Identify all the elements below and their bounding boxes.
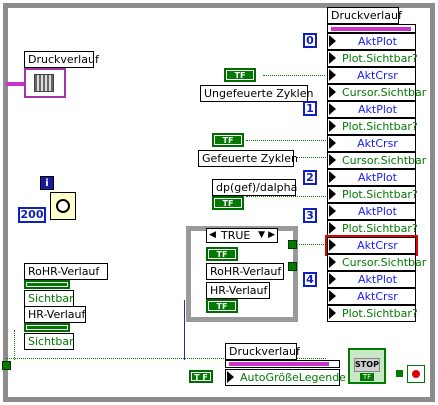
- wire: [6, 82, 24, 86]
- rohr-label: RoHR-Verlauf: [24, 263, 108, 280]
- hr-label: HR-Verlauf: [24, 306, 86, 323]
- wire: [14, 330, 16, 360]
- const-2[interactable]: 2: [303, 170, 317, 185]
- property-item[interactable]: AktCrsr: [325, 235, 418, 256]
- case-tunnel: [288, 262, 297, 271]
- stop-button-terminal[interactable]: STOP TF: [348, 348, 386, 384]
- case-tunnel: [288, 240, 297, 249]
- ungefeuerte-label: Ungefeuerte Zyklen: [200, 85, 313, 102]
- sichtbar-2: Sichtbar: [24, 333, 74, 350]
- wire: [6, 358, 326, 360]
- property-item[interactable]: AktPlot: [327, 169, 416, 186]
- property-item[interactable]: Plot.Sichtbar?: [327, 220, 418, 237]
- wait-timer-icon[interactable]: [50, 192, 76, 220]
- stop-label: STOP: [354, 358, 380, 372]
- stop-tf: TF: [360, 373, 374, 381]
- bottom-graph-label: Druckverlauf: [225, 343, 300, 360]
- property-item[interactable]: Plot.Sichtbar?: [327, 118, 418, 135]
- auto-bool-constant[interactable]: T F: [189, 370, 213, 383]
- property-item[interactable]: AktPlot: [327, 203, 416, 220]
- wire: [246, 196, 326, 198]
- property-item[interactable]: Cursor.Sichtbar: [327, 84, 426, 101]
- const-1[interactable]: 1: [303, 101, 317, 116]
- dp-terminal[interactable]: TF: [212, 196, 244, 210]
- wire: [296, 157, 326, 159]
- wire: [184, 300, 186, 360]
- auto-size-legend[interactable]: AutoGrößeLegende: [225, 369, 346, 386]
- gefeuerte-terminal[interactable]: TF: [212, 133, 244, 147]
- info-icon: i: [40, 176, 54, 190]
- property-item[interactable]: AktPlot: [327, 271, 416, 288]
- bottom-graph-ref: [225, 360, 340, 368]
- case-selector[interactable]: ◀ TRUE ▼ ▶: [206, 228, 278, 243]
- case-hr-label: HR-Verlauf: [206, 282, 270, 299]
- while-loop-frame[interactable]: [3, 3, 435, 402]
- property-item[interactable]: AktPlot: [327, 101, 416, 118]
- ungefeuerte-terminal[interactable]: TF: [224, 68, 256, 82]
- case-bool-terminal-2[interactable]: TF: [206, 299, 238, 313]
- property-node-ref: [327, 24, 416, 33]
- dp-label: dp(gef)/dalpha: [212, 179, 297, 196]
- case-selector-value: TRUE: [221, 229, 251, 242]
- graph-label: Druckverlauf: [24, 51, 99, 68]
- case-bool-terminal[interactable]: TF: [206, 247, 238, 261]
- property-item[interactable]: AktPlot: [327, 33, 416, 50]
- property-item[interactable]: AktCrsr: [327, 67, 416, 84]
- wire: [246, 140, 326, 142]
- gefeuerte-label: Gefeuerte Zyklen: [198, 150, 298, 167]
- property-item[interactable]: Cursor.Sichtbar: [327, 254, 426, 271]
- wire: [296, 244, 328, 246]
- sichtbar-1: Sichtbar: [24, 290, 74, 307]
- wire: [263, 75, 325, 77]
- tunnel: [2, 361, 11, 370]
- hr-bool-terminal[interactable]: [24, 323, 70, 332]
- tunnel: [396, 370, 403, 377]
- const-4[interactable]: 4: [303, 272, 317, 287]
- case-rohr-label: RoHR-Verlauf: [206, 263, 284, 280]
- rohr-bool-terminal[interactable]: [24, 280, 70, 289]
- graph-terminal-icon[interactable]: [24, 68, 66, 98]
- property-item[interactable]: AktCrsr: [327, 135, 416, 152]
- const-0[interactable]: 0: [303, 33, 317, 48]
- property-item[interactable]: Plot.Sichtbar?: [327, 186, 418, 203]
- property-node-header: Druckverlauf: [327, 7, 402, 24]
- property-item[interactable]: Plot.Sichtbar?: [327, 50, 418, 67]
- const-3[interactable]: 3: [303, 208, 317, 223]
- wait-constant[interactable]: 200: [18, 207, 46, 223]
- property-item[interactable]: Cursor.Sichtbar: [327, 152, 426, 169]
- property-item[interactable]: Plot.Sichtbar?: [327, 305, 418, 322]
- property-item[interactable]: AktCrsr: [327, 288, 416, 305]
- loop-condition-terminal[interactable]: [407, 365, 425, 383]
